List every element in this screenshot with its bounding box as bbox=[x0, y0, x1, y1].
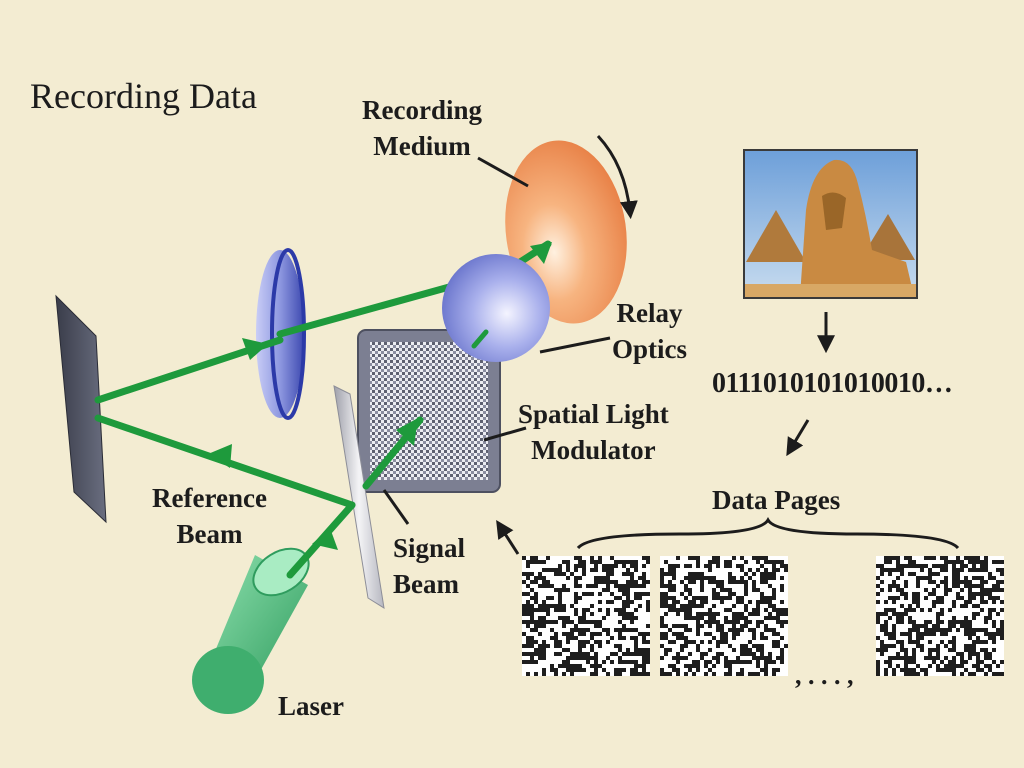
label-reference-beam: Reference Beam bbox=[152, 480, 267, 552]
beam-arrowhead bbox=[530, 242, 552, 264]
label-laser: Laser bbox=[278, 691, 344, 721]
lens-rim bbox=[270, 248, 306, 420]
data-page-bits bbox=[522, 556, 650, 676]
pyramid-left bbox=[746, 210, 806, 262]
mirror bbox=[55, 294, 107, 524]
label-relay-optics: Relay Optics bbox=[612, 295, 687, 367]
beam-arrowhead bbox=[208, 444, 232, 468]
label-line: Reference bbox=[152, 483, 267, 513]
label-line: Modulator bbox=[531, 435, 656, 465]
leader-recording-medium bbox=[477, 156, 529, 188]
data-page bbox=[522, 556, 650, 676]
label-signal-beam: Signal Beam bbox=[393, 530, 465, 602]
label-line: Beam bbox=[176, 519, 243, 549]
label-line: Signal bbox=[393, 533, 466, 563]
beam-arrowheads bbox=[208, 242, 552, 550]
data-pages-ellipsis: , . . . , bbox=[795, 661, 854, 690]
label-data-pages: Data Pages bbox=[712, 485, 841, 515]
beam-arrowhead bbox=[242, 338, 268, 360]
relay-optics-lens bbox=[442, 254, 550, 362]
data-page-bits bbox=[876, 556, 1004, 676]
label-recording-medium: Recording Medium bbox=[362, 92, 482, 164]
binary-string: 0111010101010010… bbox=[712, 368, 953, 399]
data-pages-brace bbox=[576, 516, 960, 550]
reference-beam-to-optics bbox=[276, 280, 464, 338]
rotation-arrow bbox=[596, 134, 638, 220]
sphinx-face-shadow bbox=[822, 192, 846, 230]
binary-to-pages-arrow bbox=[786, 419, 810, 457]
laser-base bbox=[192, 646, 264, 714]
leader-signal-beam bbox=[382, 489, 410, 525]
relay-optics-accent bbox=[471, 329, 489, 349]
data-page-bits bbox=[660, 556, 788, 676]
leader-slm bbox=[483, 426, 527, 442]
data-page bbox=[876, 556, 1004, 676]
leader-relay-optics bbox=[539, 336, 611, 354]
label-line: Recording bbox=[362, 95, 482, 125]
leader-lines bbox=[382, 156, 611, 555]
pyramid-right bbox=[860, 214, 915, 260]
label-line: Optics bbox=[612, 334, 688, 364]
label-line: Relay bbox=[616, 298, 683, 328]
beam-arrowhead bbox=[312, 528, 338, 550]
label-line: Beam bbox=[393, 569, 459, 599]
label-spatial-light-modulator: Spatial Light Modulator bbox=[518, 396, 669, 468]
leader-data-pages bbox=[496, 519, 520, 555]
data-page bbox=[660, 556, 788, 676]
beam-arrowhead bbox=[396, 418, 418, 446]
label-line: Medium bbox=[373, 131, 471, 161]
beam-splitter bbox=[333, 385, 385, 610]
diagram-title: Recording Data bbox=[30, 76, 257, 116]
source-image bbox=[743, 149, 918, 299]
label-line: Spatial Light bbox=[518, 399, 669, 429]
sand bbox=[745, 284, 916, 297]
